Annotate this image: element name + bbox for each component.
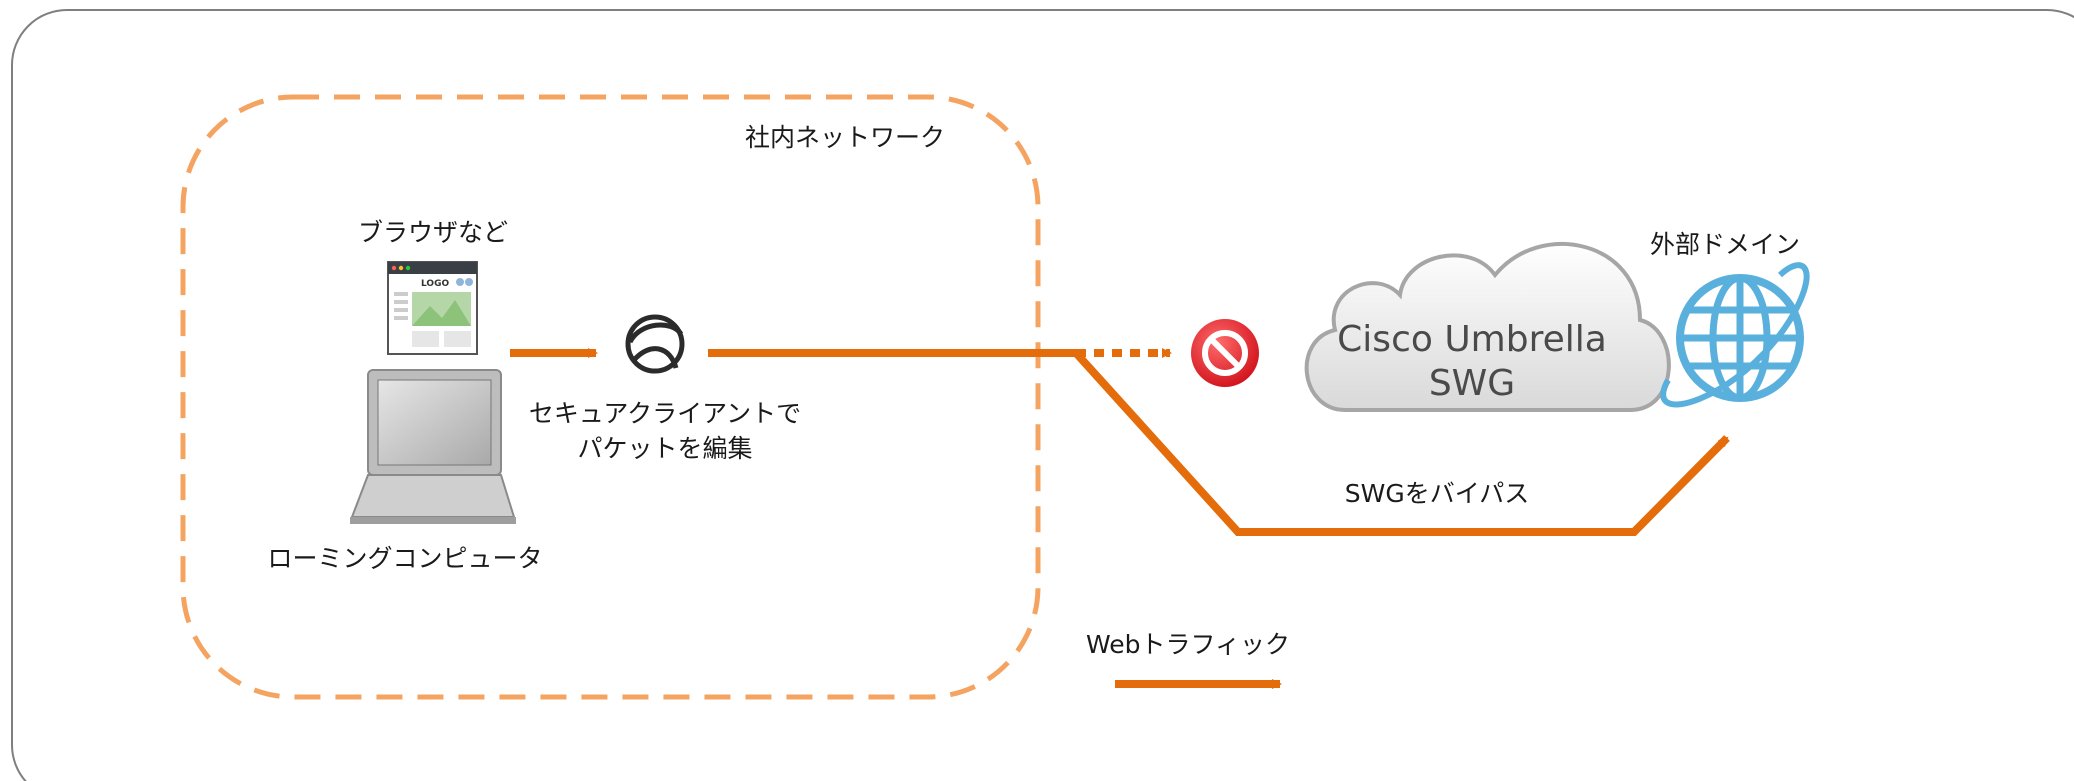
secure-client-icon [625, 314, 685, 374]
browser-window-icon: LOGO [387, 261, 478, 355]
globe-icon [1660, 262, 1810, 408]
legend-web-traffic-label: Webトラフィック [1085, 630, 1291, 659]
internal-network-boundary [180, 94, 1041, 700]
traffic-paths [510, 348, 1730, 689]
roaming-computer-label: ローミングコンピュータ [267, 544, 543, 573]
browser-label: ブラウザなど [357, 218, 509, 247]
laptop-icon [350, 369, 516, 524]
cloud-icon [1304, 241, 1671, 412]
secure-client-label-line2: パケットを編集 [577, 434, 753, 463]
umbrella-label-line1: Cisco Umbrella [1337, 319, 1607, 360]
blocked-icon [1191, 319, 1259, 387]
browser-logo-text: LOGO [421, 279, 449, 289]
bypass-label: SWGをバイパス [1344, 479, 1530, 508]
bypass-path [1073, 350, 1730, 536]
outer-frame [11, 9, 2074, 781]
internal-network-label: 社内ネットワーク [745, 123, 946, 152]
secure-client-label-line1: セキュアクライアントで [528, 399, 802, 428]
umbrella-label-line2: SWG [1428, 363, 1516, 404]
external-domain-label: 外部ドメイン [1649, 230, 1801, 259]
